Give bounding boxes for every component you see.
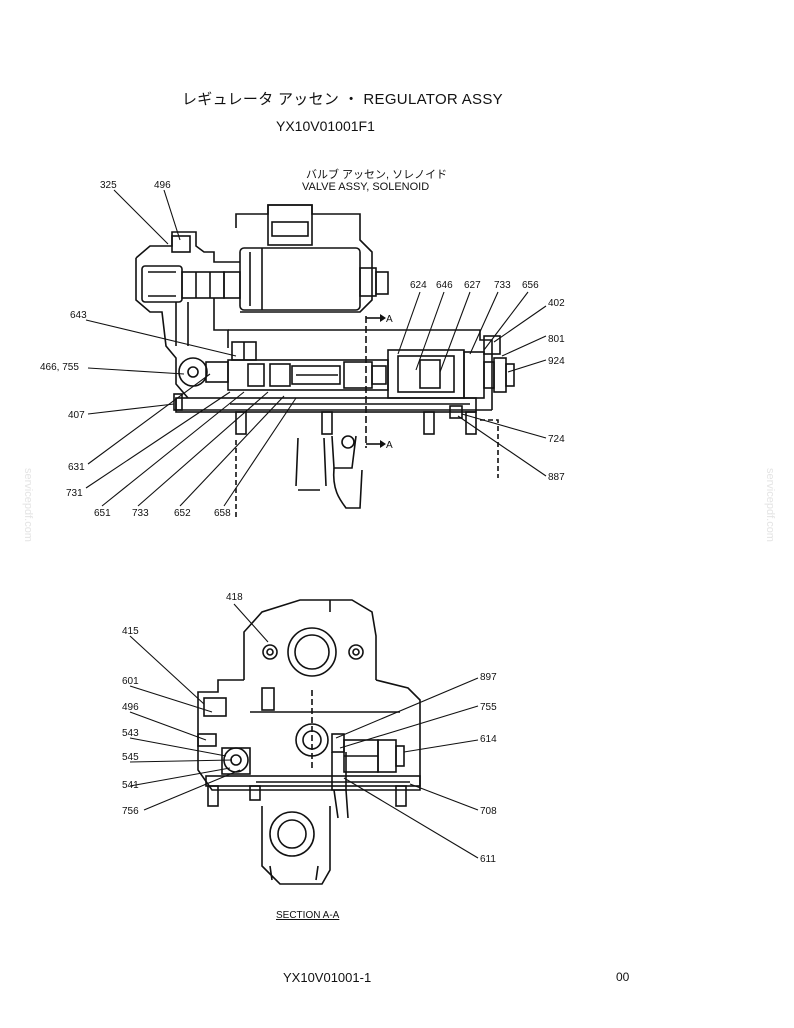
label-924: 924 xyxy=(548,356,565,367)
label-418: 418 xyxy=(226,592,243,603)
section-arrows xyxy=(380,314,386,448)
label-496-lower: 496 xyxy=(122,702,139,713)
label-708: 708 xyxy=(480,806,497,817)
upper-leader-lines xyxy=(85,189,547,507)
section-marker-bottom: A xyxy=(386,440,393,451)
footer-page: 00 xyxy=(616,970,630,984)
page-title: レギュレータ アッセン ・ REGULATOR ASSY xyxy=(182,91,503,108)
footer-code: YX10V01001-1 xyxy=(283,970,372,985)
label-724: 724 xyxy=(548,434,565,445)
callout-jp: バルブ アッセン, ソレノイド xyxy=(306,167,447,181)
label-643: 643 xyxy=(70,310,87,321)
label-325: 325 xyxy=(100,180,117,191)
label-755-lower: 755 xyxy=(480,702,497,713)
label-627: 627 xyxy=(464,280,481,291)
section-marker-top: A xyxy=(386,314,393,325)
label-652: 652 xyxy=(174,508,191,519)
label-545: 545 xyxy=(122,752,139,763)
label-733: 733 xyxy=(494,280,511,291)
lower-labels: 418 415 601 496 543 545 541 756 897 755 … xyxy=(122,592,497,921)
label-731: 731 xyxy=(66,488,83,499)
upper-assembly-drawing xyxy=(135,204,515,520)
label-897: 897 xyxy=(480,672,497,683)
label-656: 656 xyxy=(522,280,539,291)
label-887: 887 xyxy=(548,472,565,483)
label-402: 402 xyxy=(548,298,565,309)
callout-en: VALVE ASSY, SOLENOID xyxy=(302,181,429,193)
label-646: 646 xyxy=(436,280,453,291)
label-611: 611 xyxy=(480,854,496,865)
label-415: 415 xyxy=(122,626,139,637)
lower-section-drawing xyxy=(197,599,421,885)
label-801: 801 xyxy=(548,334,565,345)
label-466-755: 466, 755 xyxy=(40,362,79,373)
label-496: 496 xyxy=(154,180,171,191)
label-543: 543 xyxy=(122,728,139,739)
section-caption: SECTION A-A xyxy=(276,910,340,921)
label-733b: 733 xyxy=(132,508,149,519)
lower-leader-lines xyxy=(129,603,479,859)
label-651: 651 xyxy=(94,508,111,519)
label-756: 756 xyxy=(122,806,139,817)
label-658: 658 xyxy=(214,508,231,519)
label-541: 541 xyxy=(122,780,139,791)
label-601: 601 xyxy=(122,676,139,687)
upper-labels: バルブ アッセン, ソレノイド VALVE ASSY, SOLENOID A A… xyxy=(40,167,565,519)
label-624: 624 xyxy=(410,280,427,291)
label-631: 631 xyxy=(68,462,85,473)
label-407: 407 xyxy=(68,410,85,421)
drawing-code: YX10V01001F1 xyxy=(276,118,375,134)
label-614: 614 xyxy=(480,734,497,745)
